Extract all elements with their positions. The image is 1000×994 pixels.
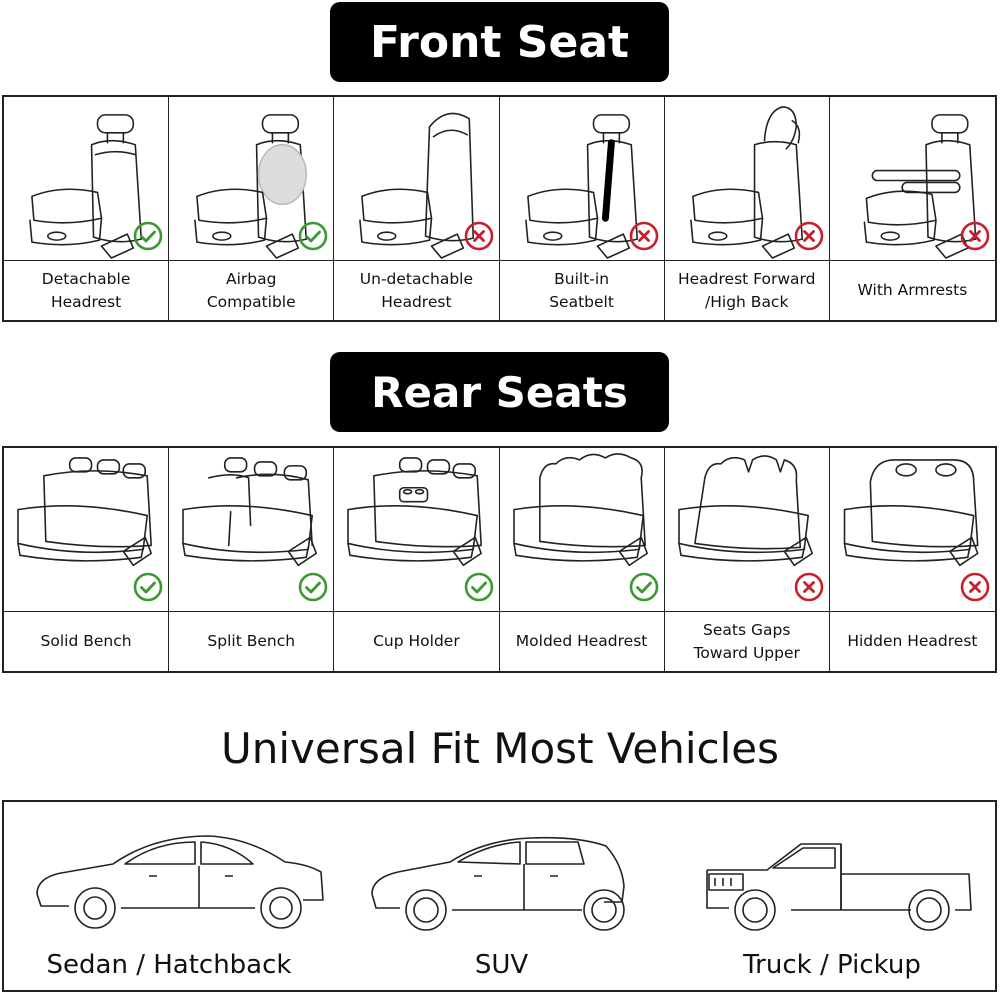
seat-headrest-forward-icon [689,106,803,259]
check-icon [133,221,163,251]
rear-label-cup-holder: Cup Holder [373,632,460,650]
rear-label-seats-gaps: Seats Gaps Toward Upper [693,620,800,662]
rear-seat-molded-headrest-image [499,448,665,612]
bench-solid-icon [17,457,152,567]
front-seat-airbag-image [169,97,335,261]
front-label-undetachable-headrest: Un-detachable Headrest [359,269,474,311]
suv-icon [371,836,625,931]
cross-icon [794,221,824,251]
check-icon [629,572,658,602]
vehicle-truck: Truck / Pickup [669,802,995,990]
front-seat-undetachable-headrest-image [334,97,500,261]
front-label-cell: Built-in Seatbelt [500,261,665,320]
front-label-cell: Un-detachable Headrest [334,261,500,320]
rear-seats-grid: Solid Bench Split Bench Cup Holder Molde… [2,446,997,673]
rear-label-split-bench: Split Bench [207,632,296,650]
front-label-detachable-headrest: Detachable Headrest [41,269,131,311]
sedan-icon [36,835,324,929]
rear-seat-solid-bench-image [4,448,170,612]
seat-airbag-icon [194,114,308,259]
bench-cup-holder-icon [347,457,483,567]
rear-label-cell: Molded Headrest [500,612,665,671]
vehicle-label-suv: SUV [474,950,529,980]
bench-split-icon [182,457,318,567]
vehicle-box: Sedan / Hatchback SUV Truck / Pickup [2,800,997,992]
rear-label-cell: Hidden Headrest [830,612,995,671]
front-seat-title: Front Seat [330,2,669,82]
front-seat-headrest-forward-image [664,97,830,261]
rear-label-cell: Cup Holder [334,612,500,671]
cross-icon [960,221,990,251]
cross-icon [794,572,824,602]
seat-detachable-headrest-icon [29,114,143,259]
front-label-with-armrests: With Armrests [857,281,968,299]
vehicle-label-truck: Truck / Pickup [743,950,921,980]
rear-label-solid-bench: Solid Bench [40,632,132,650]
rear-label-cell: Solid Bench [4,612,170,671]
front-seat-detachable-headrest-image [4,97,170,261]
cross-icon [960,572,990,602]
cross-icon [629,221,658,251]
check-icon [133,572,163,602]
check-icon [464,572,493,602]
rear-label-cell: Seats Gaps Toward Upper [665,612,830,671]
front-label-builtin-seatbelt: Built-in Seatbelt [549,269,614,311]
truck-icon [706,843,972,931]
vehicle-suv: SUV [334,802,669,990]
rear-label-molded-headrest: Molded Headrest [515,632,648,650]
universal-fit-title: Universal Fit Most Vehicles [221,724,779,773]
rear-seat-hidden-headrest-image [829,448,995,612]
front-label-cell: Headrest Forward /High Back [665,261,830,320]
vehicle-label-sedan: Sedan / Hatchback [46,950,292,980]
rear-label-cell: Split Bench [169,612,335,671]
front-label-cell: With Armrests [830,261,995,320]
front-label-headrest-forward: Headrest Forward /High Back [677,269,816,311]
rear-seat-split-bench-image [169,448,335,612]
seat-armrests-icon [863,114,977,259]
bench-gaps-icon [677,455,813,567]
front-label-cell: Detachable Headrest [4,261,170,320]
rear-seat-gaps-image [664,448,830,612]
front-seat-grid: Detachable Headrest Airbag Compatible Un… [2,95,997,322]
vehicle-sedan: Sedan / Hatchback [4,802,334,990]
check-icon [299,221,328,251]
bench-hidden-headrest-icon [843,459,979,567]
front-label-airbag-compatible: Airbag Compatible [206,269,296,311]
rear-seats-title: Rear Seats [330,352,669,432]
rear-label-hidden-headrest: Hidden Headrest [847,632,978,650]
seat-builtin-seatbelt-icon [524,114,638,259]
bench-molded-headrest-icon [512,453,648,567]
front-seat-builtin-seatbelt-image [499,97,665,261]
front-label-cell: Airbag Compatible [169,261,335,320]
rear-seat-cup-holder-image [334,448,500,612]
check-icon [299,572,328,602]
seat-undetachable-headrest-icon [359,112,475,259]
front-seat-armrests-image [829,97,995,261]
cross-icon [464,221,493,251]
